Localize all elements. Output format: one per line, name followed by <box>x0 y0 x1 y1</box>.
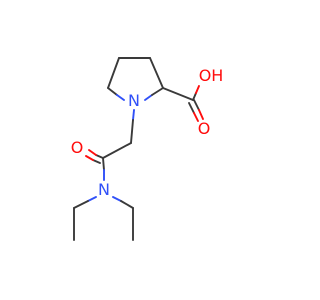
bond-cco-o-b-red <box>85 155 94 161</box>
bond-cacid-oh <box>192 92 197 101</box>
carboxylic-acid-group <box>162 85 204 122</box>
bond-cco-o-a <box>95 154 104 159</box>
bond-n-ch2 <box>130 119 134 144</box>
bond-cacid-oh-red <box>195 85 200 94</box>
bond-c4-c5 <box>107 57 120 89</box>
hydroxyl-label: OH <box>199 66 224 85</box>
bond-ch2-cco <box>102 142 132 159</box>
bond-cco-o-a-red <box>88 149 97 156</box>
bond-cacid-o-double-b <box>188 102 195 114</box>
bond-c5-n <box>107 87 118 96</box>
bond-n-ch2-blue <box>132 109 135 121</box>
ring-nitrogen-label: N <box>128 91 140 110</box>
bond-cacid-o-double-a <box>193 99 200 111</box>
carbonyl-oxygen-label: O <box>71 138 84 157</box>
bond-c2-c3 <box>149 57 164 89</box>
bond-c5-n-blue <box>116 94 125 101</box>
acid-carbonyl-oxygen-label: O <box>198 119 211 138</box>
bond-namide-ethyl1 <box>73 200 89 209</box>
bond-namide-ethyl1-blue <box>87 196 97 202</box>
bond-cco-o-b <box>92 159 101 164</box>
diethyl-groups <box>73 196 134 241</box>
bond-cco-namide <box>102 157 105 171</box>
glycinamide-chain <box>85 109 135 181</box>
bond-namide-ethyl2 <box>120 200 134 209</box>
bond-n-c2 <box>151 87 164 96</box>
pyrrolidine-ring <box>107 57 164 101</box>
molecule-diagram: N N O O OH <box>71 57 224 241</box>
bond-cacid-o-double-b-red <box>193 112 199 122</box>
bond-namide-ethyl2-blue <box>112 196 122 202</box>
amide-nitrogen-label: N <box>98 180 110 199</box>
bond-c2-cacid <box>162 87 194 101</box>
bond-cacid-o-double-a-red <box>198 109 204 120</box>
bond-n-c2-blue <box>144 94 153 101</box>
